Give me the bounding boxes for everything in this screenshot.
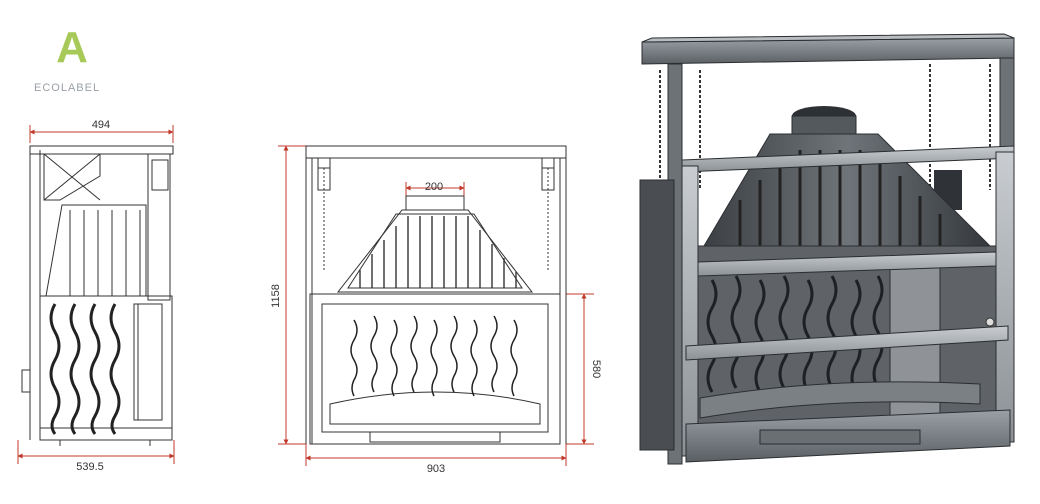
front-flue-dimension: 200: [405, 181, 465, 196]
front-view-body: [305, 145, 567, 445]
render-bottom-sill: [685, 381, 1011, 463]
render-flue: [791, 106, 857, 135]
side-top-width-label: 494: [92, 119, 110, 131]
front-view-flames: [350, 315, 518, 397]
side-bottom-dimension: 539.5: [17, 440, 175, 473]
side-view-flames: [49, 303, 121, 435]
front-flue-label: 200: [425, 181, 443, 193]
render-cross-bars: [685, 251, 1009, 361]
render-front-frame: [681, 145, 1015, 457]
side-view-body: [21, 145, 174, 446]
front-height-label: 1158: [270, 284, 282, 308]
front-hood-ribs: [359, 216, 517, 288]
side-top-dimension: 494: [29, 119, 174, 143]
ecolabel-logo-letter: A: [56, 23, 88, 72]
front-width-label: 903: [427, 463, 445, 475]
ecolabel-logo-text: ECOLABEL: [34, 82, 101, 94]
front-height-dimension: 1158: [270, 145, 306, 445]
front-width-dimension: 903: [305, 444, 567, 475]
side-bottom-width-label: 539.5: [76, 461, 104, 473]
front-door-dimension: 580: [566, 293, 602, 445]
front-door-height-label: 580: [590, 360, 602, 378]
